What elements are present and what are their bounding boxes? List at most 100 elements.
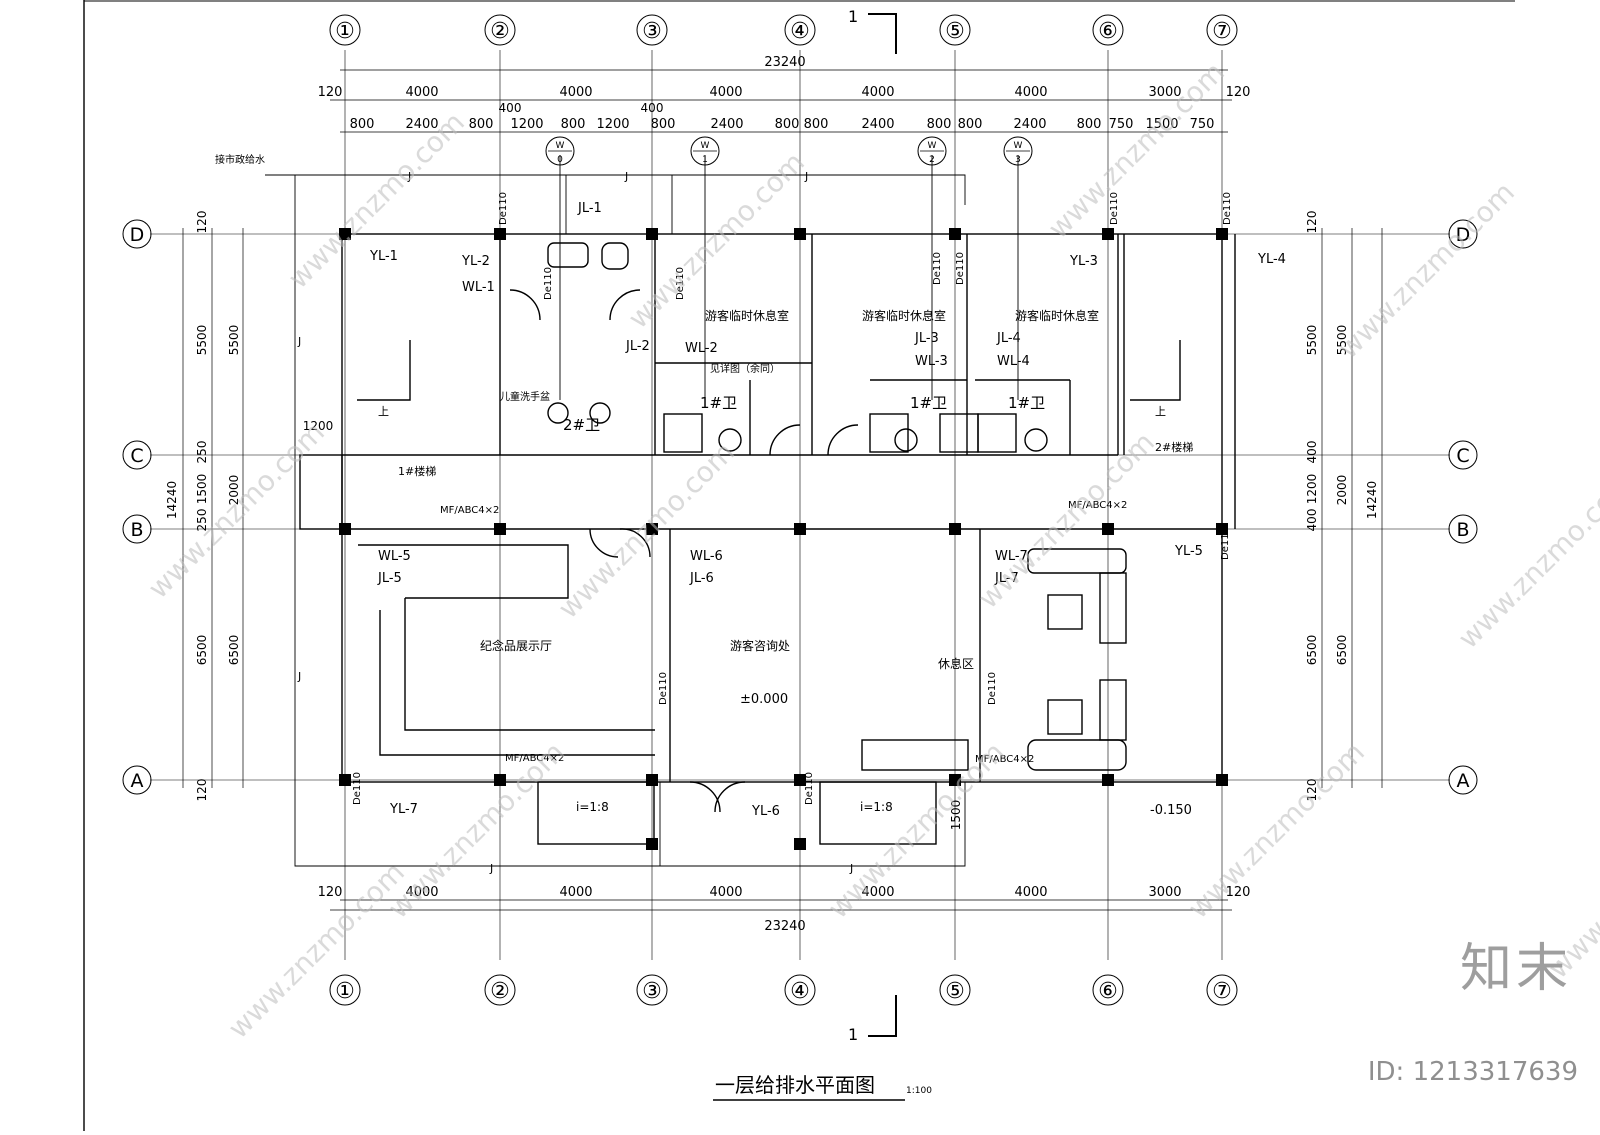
axis-bubble-row [122, 765, 152, 795]
riser-yl: YL-2 [461, 254, 490, 269]
dim-sub-top: 800 [958, 117, 983, 132]
dim-sub-top: 750 [1109, 117, 1134, 132]
axis-label-row: D [1456, 224, 1471, 246]
w-marker [690, 136, 720, 166]
column [1102, 523, 1114, 535]
drawing-title: 一层给排水平面图 [715, 1073, 875, 1097]
axis-bubble-row [1448, 219, 1478, 249]
dim-sub-top: 750 [1190, 117, 1215, 132]
column [494, 228, 506, 240]
pipe-de110: De110 [498, 192, 509, 225]
axis-bubble-col [1092, 14, 1124, 46]
dim-left-part: 120 [195, 779, 209, 802]
municipal-supply: 接市政给水 [215, 153, 265, 166]
column [494, 774, 506, 786]
riser-jl: JL-4 [996, 331, 1021, 346]
axis-bubble-col [1092, 974, 1124, 1006]
drain-pipes-w [559, 155, 1019, 400]
stair-1: 1#楼梯 [398, 464, 436, 478]
axis-label-col: ③ [642, 979, 662, 1004]
dim-extra: 400 [499, 101, 522, 115]
pipe-j-label: J [407, 170, 411, 183]
column [339, 228, 351, 240]
walls [299, 233, 1236, 845]
column [339, 774, 351, 786]
ramp-slope-2: i=1:8 [860, 800, 893, 814]
axis-label-col: ① [335, 979, 355, 1004]
axis-label-col: ② [490, 979, 510, 1004]
dim-bay-bottom: 4000 [405, 885, 438, 900]
room-lounge: 休息区 [938, 656, 974, 671]
pipe-de110: De110 [804, 772, 815, 805]
column [949, 774, 961, 786]
pipe-de110: De110 [543, 267, 554, 300]
stair-2: 2#楼梯 [1155, 440, 1193, 454]
dim-left-part: 120 [195, 211, 209, 234]
riser-wl: WL-3 [915, 354, 948, 369]
axis-label-col: ② [490, 19, 510, 44]
dim-bay-top: 4000 [559, 85, 592, 100]
section-mark-bottom-label: 1 [848, 1025, 858, 1044]
watermark-text: www.znzmo.com [222, 856, 411, 1045]
axis-bubble-col [636, 14, 668, 46]
watermark-text: www.znzmo.com [1332, 176, 1521, 365]
pipe-de110: De110 [1220, 527, 1231, 560]
pipe-j-label: J [297, 335, 301, 348]
column [1216, 774, 1228, 786]
dim-left-inner: 5500 [227, 325, 241, 356]
riser-jl: JL-3 [914, 331, 939, 346]
axis-bubble-col [939, 14, 971, 46]
dim-total-bottom: 23240 [764, 919, 805, 934]
dim-right-inner: 2000 [1335, 475, 1349, 506]
pipe-de110: De110 [352, 772, 363, 805]
axis-bubble-col [484, 974, 516, 1006]
axis-bubble-col [329, 14, 361, 46]
pipe-de110: De110 [932, 252, 943, 285]
dim-sub-top: 800 [350, 117, 375, 132]
stair-up-1: 上 [378, 405, 389, 418]
watermark-id: ID: 1213317639 [1367, 1057, 1578, 1087]
watermark-text: www.znzmo.com [1042, 56, 1231, 245]
detail-note: 见详图（余同） [710, 362, 780, 375]
axis-bubble-col [1206, 14, 1238, 46]
axis-label-col: ④ [790, 19, 810, 44]
pipe-j-label: J [849, 862, 853, 875]
riser-wl: WL-4 [997, 354, 1030, 369]
room-consult: 游客咨询处 [730, 638, 790, 653]
watermark-text: www.znzmo.com [552, 436, 741, 625]
fire-extinguisher: MF/ABC4×2 [975, 754, 1034, 765]
column [339, 523, 351, 535]
dim-sub-top: 800 [561, 117, 586, 132]
w-marker [917, 136, 947, 166]
watermark-layer: www.znzmo.com www.znzmo.com www.znzmo.com w… [142, 56, 1600, 1045]
pipe-j-label: J [297, 670, 301, 683]
riser-yl: YL-1 [369, 249, 398, 264]
ramp-slope-1: i=1:8 [576, 800, 609, 814]
dim-sub-top: 2400 [1013, 117, 1046, 132]
column [646, 838, 658, 850]
dim-sub-top: 1500 [1145, 117, 1178, 132]
dim-canopy: 1500 [949, 800, 963, 831]
section-mark-bottom [868, 995, 897, 1037]
outside-level: -0.150 [1150, 803, 1192, 818]
pipe-de110: De110 [658, 672, 669, 705]
column [1216, 523, 1228, 535]
dim-right-part: 400 [1305, 441, 1319, 464]
section-mark-top-label: 1 [848, 7, 858, 26]
dim-bay-bottom: 3000 [1148, 885, 1181, 900]
dim-sub-top: 800 [651, 117, 676, 132]
column [794, 228, 806, 240]
column [949, 523, 961, 535]
column [1216, 228, 1228, 240]
w-marker-top: W [556, 141, 565, 151]
axis-label-row: C [1456, 445, 1469, 467]
dim-bay-top: 4000 [405, 85, 438, 100]
watermark-text: www.znzmo.com [1182, 736, 1371, 925]
dim-left-inner: 6500 [227, 635, 241, 666]
axis-label-col: ⑦ [1212, 979, 1232, 1004]
dim-right-part: 5500 [1305, 325, 1319, 356]
riser-yl: YL-5 [1174, 544, 1203, 559]
dim-right-part: 6500 [1305, 635, 1319, 666]
riser-yl: YL-7 [389, 802, 418, 817]
